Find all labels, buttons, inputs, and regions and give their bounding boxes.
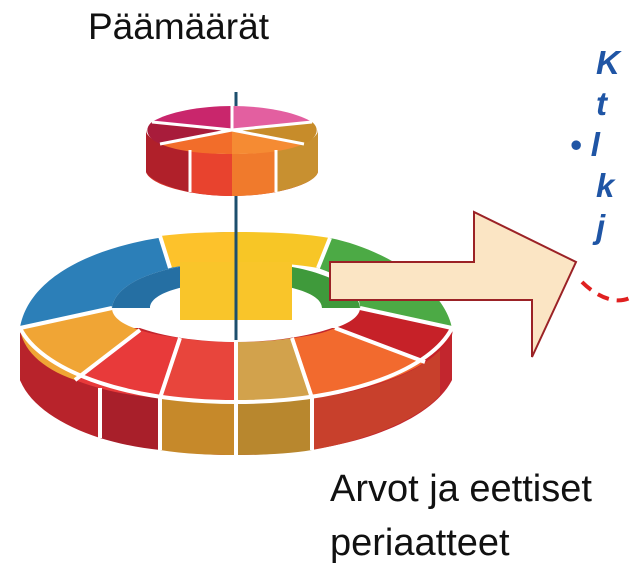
goals-label: Päämäärät [88,6,269,47]
fragment-line-4: k [596,167,615,204]
cut-off-bullet-text: K t • l k j [570,42,620,247]
large-ring [18,232,454,455]
values-label: Arvot ja eettiset periaatteet [330,462,592,570]
values-label-line-1: Arvot ja eettiset [330,468,592,510]
arrow-shape [329,210,578,358]
fragment-line-5: j [596,208,606,245]
small-disk [146,106,318,196]
dashed-curve [580,280,633,303]
values-label-line-2: periaatteet [330,522,510,564]
fragment-line-3: • l [570,126,600,163]
fragment-line-1: K [596,44,620,81]
fragment-line-2: t [596,85,607,122]
